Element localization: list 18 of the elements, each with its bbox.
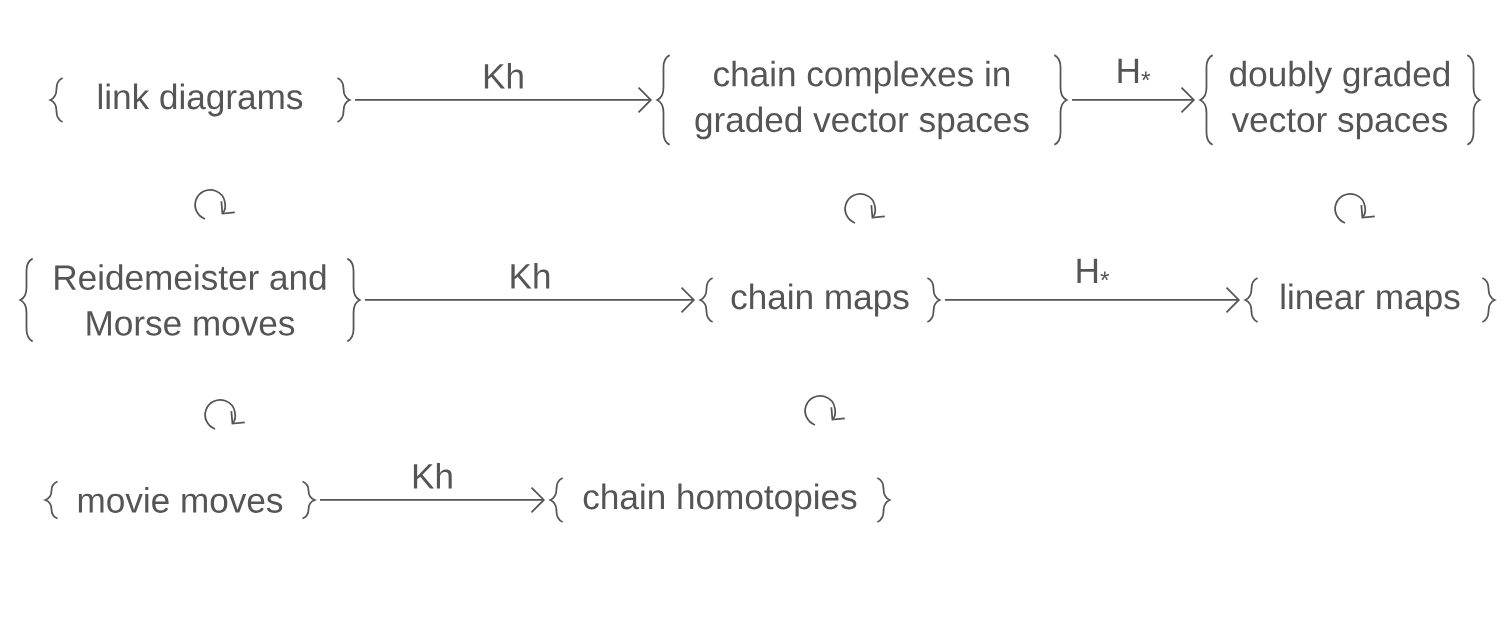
set-label: linear maps [1244,277,1496,323]
edge-label: Kh [413,463,452,489]
set-label: chain complexes in graded vector spaces [656,54,1068,146]
edge-label: H$_{*}$ [1118,58,1151,84]
edge-label: Kh [511,263,550,289]
arrow [1071,86,1196,114]
set-label: chain homotopies [549,477,891,523]
set-label: movie moves [44,480,316,520]
edge-label: Kh [484,63,523,89]
arrow [354,86,653,114]
set-label: link diagrams [49,77,351,123]
set-label: Reidemeister and Morse moves [19,257,361,343]
set-label: chain maps [699,277,941,323]
arrow [944,286,1241,314]
arrow [364,286,696,314]
edge-label: H$_{*}$ [1077,258,1110,284]
set-label: doubly graded vector spaces [1199,54,1481,146]
arrow [319,486,546,514]
